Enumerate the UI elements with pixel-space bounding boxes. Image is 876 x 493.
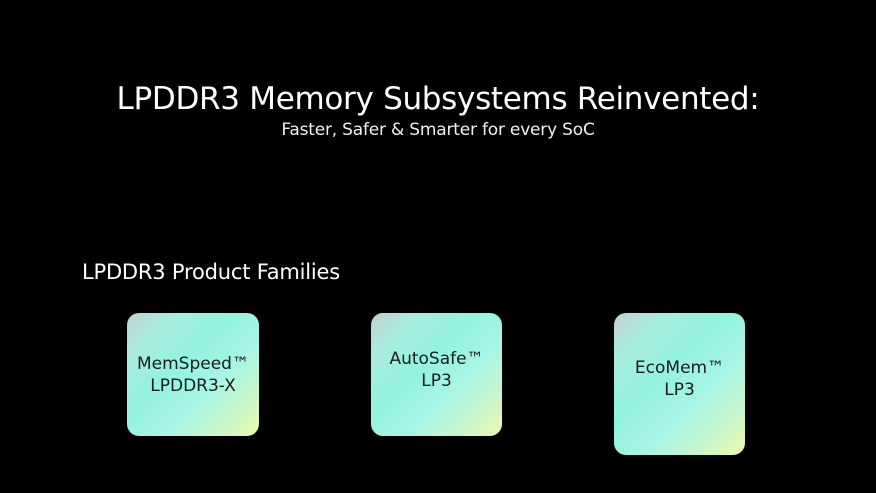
product-families-heading: LPDDR3 Product Families <box>82 260 340 284</box>
product-card-autosafe: AutoSafe™ LP3 <box>371 313 502 436</box>
product-card-memspeed: MemSpeed™ LPDDR3-X <box>127 313 259 436</box>
slide-subtitle: Faster, Safer & Smarter for every SoC <box>281 120 595 140</box>
product-variant: LP3 <box>421 370 452 391</box>
product-name: EcoMem™ <box>634 358 725 378</box>
product-variant: LPDDR3-X <box>150 375 236 396</box>
product-card-ecomem: EcoMem™ LP3 <box>614 313 745 455</box>
product-name: AutoSafe™ <box>389 348 484 369</box>
slide-title: LPDDR3 Memory Subsystems Reinvented: <box>116 80 760 117</box>
product-variant: LP3 <box>664 380 695 400</box>
product-name: MemSpeed™ <box>137 353 249 374</box>
